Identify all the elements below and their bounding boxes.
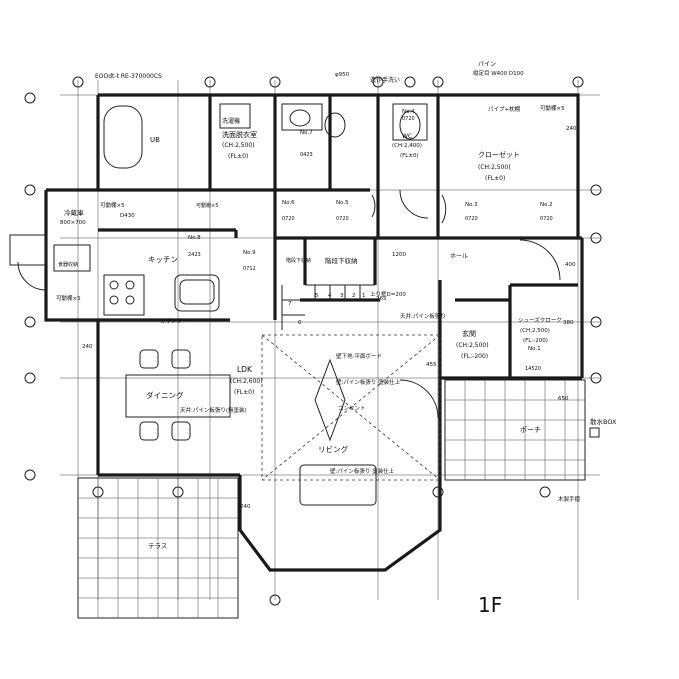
door-no3-w: 0720 bbox=[465, 216, 478, 222]
stair-num-5: 5 bbox=[315, 293, 319, 299]
label-ldk: LDK bbox=[237, 365, 253, 374]
stair-num-7: 7 bbox=[288, 301, 292, 307]
label-agari: 上り框D=200 bbox=[370, 290, 406, 298]
door-no5: No.5 bbox=[336, 200, 349, 206]
fixtures bbox=[9, 103, 428, 506]
label-shoyu: 食器収納 bbox=[58, 261, 78, 268]
label-reizo: 冷蔵庫 bbox=[64, 208, 84, 217]
label-wc-fl: (FL±0) bbox=[400, 153, 419, 159]
label-closet: クローゼット bbox=[478, 150, 520, 159]
label-ldk-ch: (CH:2,600) bbox=[230, 378, 263, 385]
label-shoes-ch: (CH:2,500) bbox=[520, 328, 550, 334]
sansui-box-marker bbox=[589, 427, 600, 438]
interior-walls bbox=[98, 95, 578, 378]
note-dim-400: 400 bbox=[565, 262, 576, 268]
door-no7-w: 0423 bbox=[300, 152, 313, 158]
stair-num-3: 3 bbox=[340, 293, 344, 299]
door-no1: No.1 bbox=[528, 346, 541, 352]
label-shoes-fl: (FL:-200) bbox=[523, 338, 548, 344]
stair-num-6: 6 bbox=[298, 320, 302, 326]
header-bath-spec: EOOdt-t RE-370000CS bbox=[95, 73, 162, 80]
note-wall-pine: 壁:パイン板張り 塗装仕上 bbox=[336, 378, 401, 386]
stair-num-4: 4 bbox=[328, 293, 332, 299]
stair-num-2: 2 bbox=[352, 293, 356, 299]
label-senmen-ch: (CH:2,500) bbox=[222, 142, 255, 149]
door-no7: No.7 bbox=[300, 130, 313, 136]
door-no6-w: 0720 bbox=[282, 216, 295, 222]
header-pine-2: 縦定目 W400 D100 bbox=[473, 69, 524, 77]
label-closet-fl: (FL±0) bbox=[485, 175, 505, 182]
note-shelf-b: 可動棚×5 bbox=[56, 294, 81, 302]
label-genkan-fl: (FL:-200) bbox=[461, 353, 488, 360]
label-ub: UB bbox=[150, 136, 160, 144]
label-dining: ダイニング bbox=[146, 390, 184, 400]
label-living: リビング bbox=[318, 444, 348, 454]
door-no5-w: 0720 bbox=[336, 216, 349, 222]
stair bbox=[281, 284, 375, 330]
porch-tiles bbox=[444, 379, 586, 481]
header-cw: 造作手洗い bbox=[370, 76, 400, 84]
note-outlet: コンセント bbox=[338, 405, 366, 412]
label-stair-note: 階段下収納 bbox=[286, 257, 311, 264]
labels: EOOdt-t RE-370000CS φ950 造作手洗い パイン 縦定目 W… bbox=[56, 61, 617, 617]
note-ceiling-pine-a: 天井:パイン板張り bbox=[400, 312, 446, 320]
door-no8: No.8 bbox=[188, 235, 201, 241]
label-genkan-ch: (CH:2,500) bbox=[456, 342, 489, 349]
label-senmen: 洗面脱衣室 bbox=[222, 130, 257, 139]
note-pipe-hanger: パイプ+枕棚 bbox=[488, 105, 521, 113]
note-dim-455: 455 bbox=[426, 362, 437, 368]
label-reizo-size: 800×700 bbox=[60, 220, 86, 226]
door-no8-w: 2423 bbox=[188, 252, 201, 258]
note-shelf-d: 可動棚×5 bbox=[196, 202, 218, 209]
label-genkan: 玄関 bbox=[462, 329, 476, 338]
void-area bbox=[261, 334, 441, 481]
note-dim-240a: 240 bbox=[566, 126, 577, 132]
label-terrace: テラス bbox=[148, 542, 167, 550]
note-dim-650: 650 bbox=[558, 396, 569, 402]
note-shelf-c: 可動棚×5 bbox=[540, 104, 565, 112]
door-no2-w: 0720 bbox=[540, 216, 553, 222]
label-shoes: シューズクローク bbox=[518, 316, 562, 324]
label-porch: ポーチ bbox=[520, 426, 541, 434]
label-hall: ホール bbox=[450, 253, 468, 260]
label-senmen-fl: (FL±0) bbox=[228, 153, 248, 160]
label-wc: WC bbox=[402, 133, 412, 140]
label-closet-ch: (CH:2,500) bbox=[478, 164, 511, 171]
door-no6: No.6 bbox=[282, 200, 295, 206]
note-dim-240b: 240 bbox=[82, 344, 93, 350]
note-dim-265: 265 bbox=[376, 296, 387, 302]
stair-num-1: 1 bbox=[362, 293, 366, 299]
note-counter: カウンター bbox=[160, 317, 188, 325]
note-dim-380: 380 bbox=[563, 320, 574, 326]
note-wood-fence: 木製手摺 bbox=[558, 495, 581, 503]
label-kitchen: キッチン bbox=[148, 255, 178, 264]
note-dim-1200: 1200 bbox=[392, 252, 406, 258]
door-no3: No.3 bbox=[465, 202, 478, 208]
note-wall-pine-b: 壁:パイン板張り 塗装仕上 bbox=[330, 467, 395, 475]
label-kaidan-storage: 階段下収納 bbox=[325, 256, 358, 265]
label-ldk-fl: (FL±0) bbox=[234, 389, 254, 396]
label-wc-ch: (CH:2,400) bbox=[392, 143, 422, 149]
door-no4-w: 0720 bbox=[402, 116, 415, 122]
header-950: φ950 bbox=[335, 72, 350, 78]
header-pine-1: パイン bbox=[478, 61, 496, 68]
door-no1-w: 14520 bbox=[525, 366, 541, 372]
door-no2: No.2 bbox=[540, 202, 553, 208]
door-no4: No.4 bbox=[402, 109, 415, 115]
note-dim-240c: 240 bbox=[240, 504, 251, 510]
note-sansui-box: 散水BOX bbox=[590, 417, 617, 426]
terrace-tiles bbox=[77, 477, 239, 619]
note-ceiling-pine-b: 天井:パイン板張り(無塗装) bbox=[180, 406, 247, 414]
label-wash: 洗濯機 bbox=[222, 117, 240, 125]
note-wall-sheet: 壁下地:平面ボード bbox=[336, 352, 382, 360]
note-d430: D430 bbox=[120, 213, 135, 219]
door-swings bbox=[17, 189, 561, 419]
door-no9-w: 0712 bbox=[243, 266, 256, 272]
door-no9: No.9 bbox=[243, 250, 256, 256]
note-shelf-a: 可動棚×5 bbox=[100, 201, 125, 209]
floor-label: 1F bbox=[478, 593, 502, 617]
